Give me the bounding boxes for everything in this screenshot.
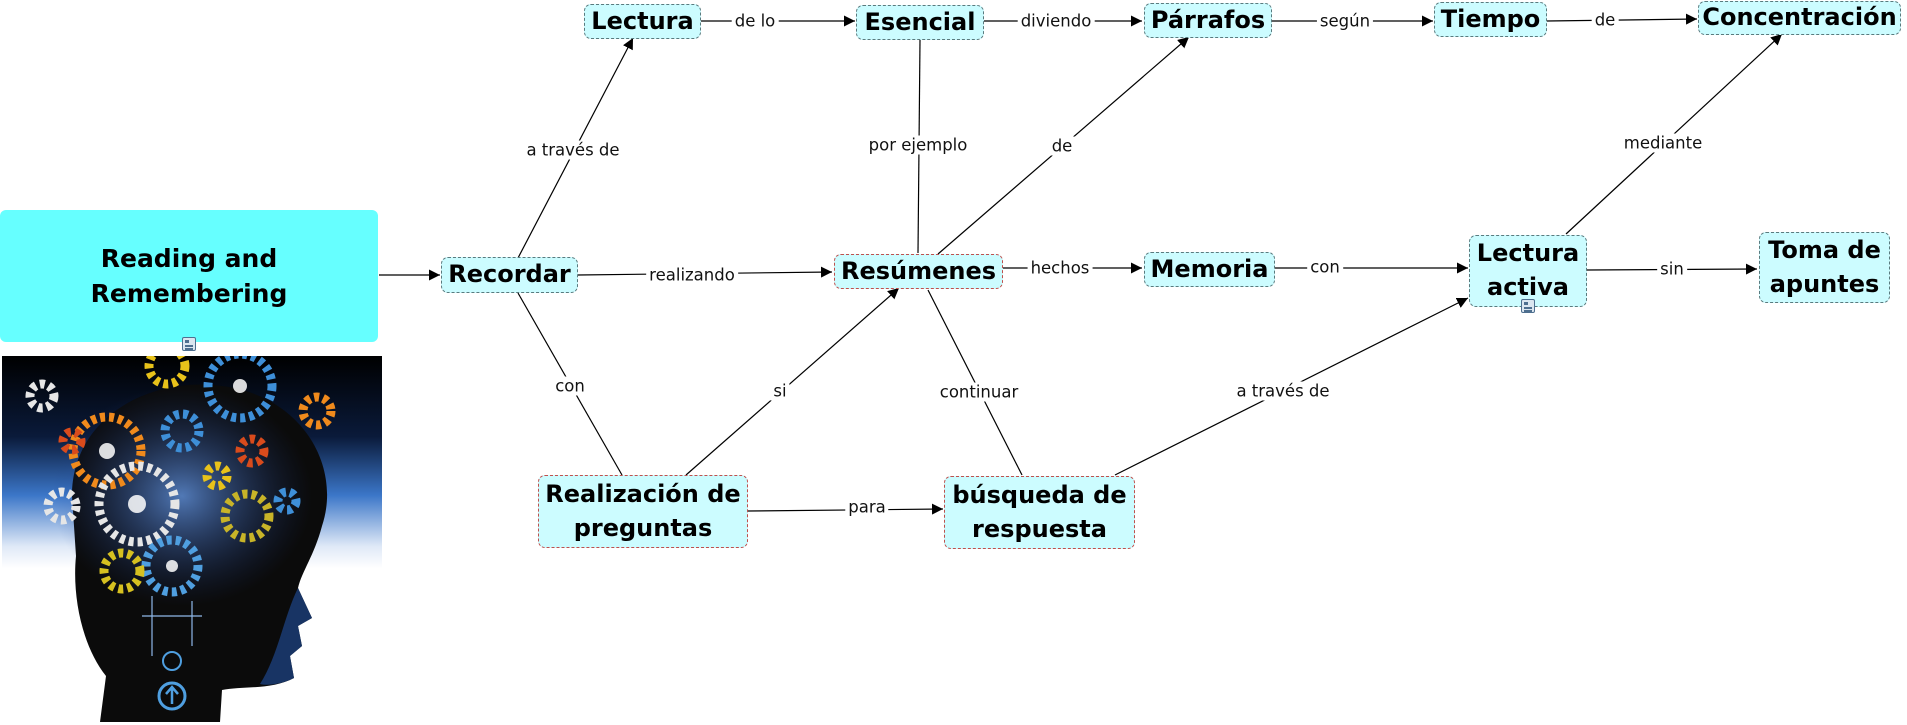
link-label-con-memoria: con <box>1307 257 1343 277</box>
link-label-diviendo: diviendo <box>1017 11 1095 31</box>
concept-parrafos[interactable]: Párrafos <box>1144 3 1272 38</box>
resource-icon[interactable] <box>1521 299 1535 313</box>
link-label-sin: sin <box>1657 259 1687 279</box>
link-label-realizando: realizando <box>646 265 738 285</box>
link-label-por-ejemplo: por ejemplo <box>865 135 971 155</box>
concept-lectura[interactable]: Lectura <box>584 4 701 39</box>
concept-resumenes[interactable]: Resúmenes <box>834 254 1003 289</box>
link-label-para: para <box>845 497 889 517</box>
link-label-segun: según <box>1316 11 1374 31</box>
concept-realizacion-de-preguntas[interactable]: Realización de preguntas <box>538 475 748 548</box>
concept-recordar[interactable]: Recordar <box>441 257 578 293</box>
concept-toma-de-apuntes[interactable]: Toma de apuntes <box>1759 232 1890 303</box>
link-label-mediante: mediante <box>1620 133 1706 153</box>
link-label-de: de <box>1591 10 1619 30</box>
concept-concentracion[interactable]: Concentración <box>1698 1 1901 35</box>
link-label-de-resumenes: de <box>1048 136 1076 156</box>
link-label-a-traves-de: a través de <box>523 140 623 160</box>
link-label-hechos: hechos <box>1027 258 1093 278</box>
concept-esencial[interactable]: Esencial <box>856 5 984 40</box>
gears-head-image <box>2 356 382 722</box>
link-label-continuar: continuar <box>936 382 1022 402</box>
connector-tiempo-concentracion <box>1546 13 1698 25</box>
concept-lectura-activa[interactable]: Lectura activa <box>1469 235 1587 307</box>
concept-reading-and-remembering[interactable]: Reading and Remembering <box>0 210 378 342</box>
link-label-a-traves-de-busqueda: a través de <box>1233 381 1333 401</box>
concept-tiempo[interactable]: Tiempo <box>1434 2 1547 37</box>
concept-busqueda-de-respuesta[interactable]: búsqueda de respuesta <box>944 476 1135 549</box>
link-label-si: si <box>770 381 790 401</box>
resource-icon[interactable] <box>182 337 196 351</box>
link-label-con-recordar: con <box>552 376 588 396</box>
link-label-de-lo: de lo <box>731 11 779 31</box>
concept-memoria[interactable]: Memoria <box>1144 252 1275 287</box>
connector-realizacion-resumenes <box>685 287 900 476</box>
